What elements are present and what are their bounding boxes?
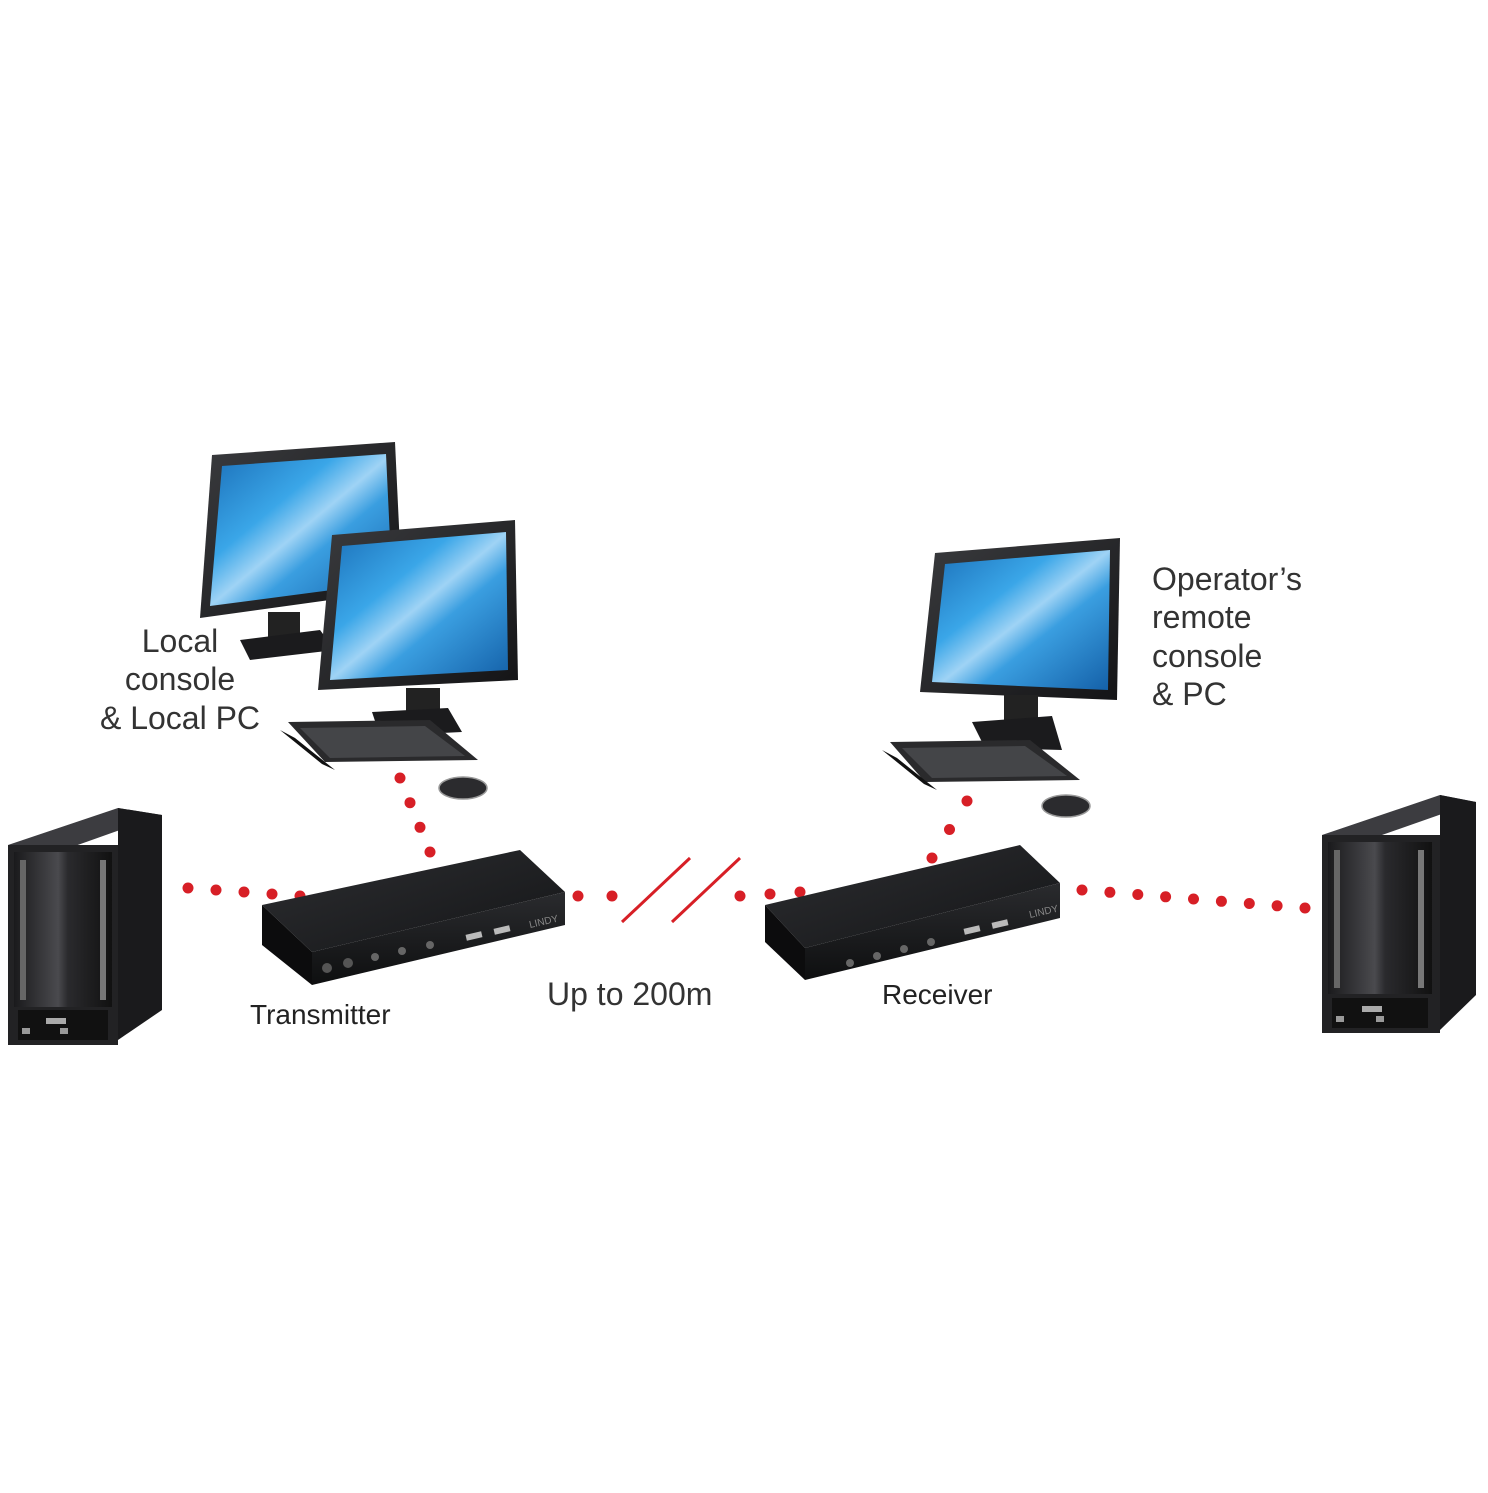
monitor-icon (920, 538, 1120, 750)
keyboard-icon (882, 740, 1080, 790)
label-line: Local (141, 623, 219, 659)
connection-dot (1271, 900, 1283, 912)
kvm-extender-icon: LINDY (765, 845, 1060, 980)
pc-tower-icon (8, 808, 162, 1045)
label-line: console (124, 661, 236, 698)
connection-dot (414, 821, 426, 833)
connection-dot (961, 795, 973, 807)
label-line: console (1152, 637, 1263, 674)
connection-dot (1188, 893, 1199, 905)
connection-dot (734, 890, 746, 902)
distance-label: Up to 200m (547, 976, 713, 1012)
connection-dot (266, 888, 278, 900)
connection-dot (404, 797, 416, 809)
connection-dot (944, 824, 955, 835)
connection-dot (1243, 898, 1255, 909)
connection-dot (238, 886, 250, 898)
connection-dot (1104, 886, 1116, 898)
operator-console-label: Operator’s remote console & PC (1152, 560, 1372, 714)
monitor-icon (318, 520, 518, 736)
kvm-extender-icon: LINDY (262, 850, 565, 985)
receiver-label: Receiver (882, 979, 993, 1010)
connection-dot (182, 882, 194, 894)
connection-dot (1132, 889, 1144, 900)
label-line: Operator’s (1152, 561, 1302, 597)
mouse-icon (1041, 794, 1091, 818)
mouse-icon (438, 776, 488, 800)
connection-dot (394, 772, 406, 784)
label-line: & PC (1152, 676, 1227, 713)
local-console-label: Local console & Local PC (80, 622, 280, 737)
cable-break-icon (620, 856, 742, 924)
connection-dot (1160, 891, 1172, 903)
pc-tower-icon (1322, 795, 1476, 1033)
connection-dot (794, 886, 806, 898)
connection-dot (210, 884, 222, 896)
connection-dot (926, 852, 938, 864)
connection-dot (424, 846, 436, 858)
connection-dot (1299, 902, 1311, 914)
connection-dot (606, 890, 618, 902)
connection-dot (764, 888, 776, 900)
connection-dot (572, 890, 584, 902)
label-line: & Local PC (99, 699, 261, 736)
label-line: remote (1152, 599, 1252, 636)
connection-dot (1076, 884, 1088, 896)
transmitter-label: Transmitter (250, 999, 391, 1030)
keyboard-icon (280, 720, 478, 770)
connection-dot (1215, 895, 1227, 907)
